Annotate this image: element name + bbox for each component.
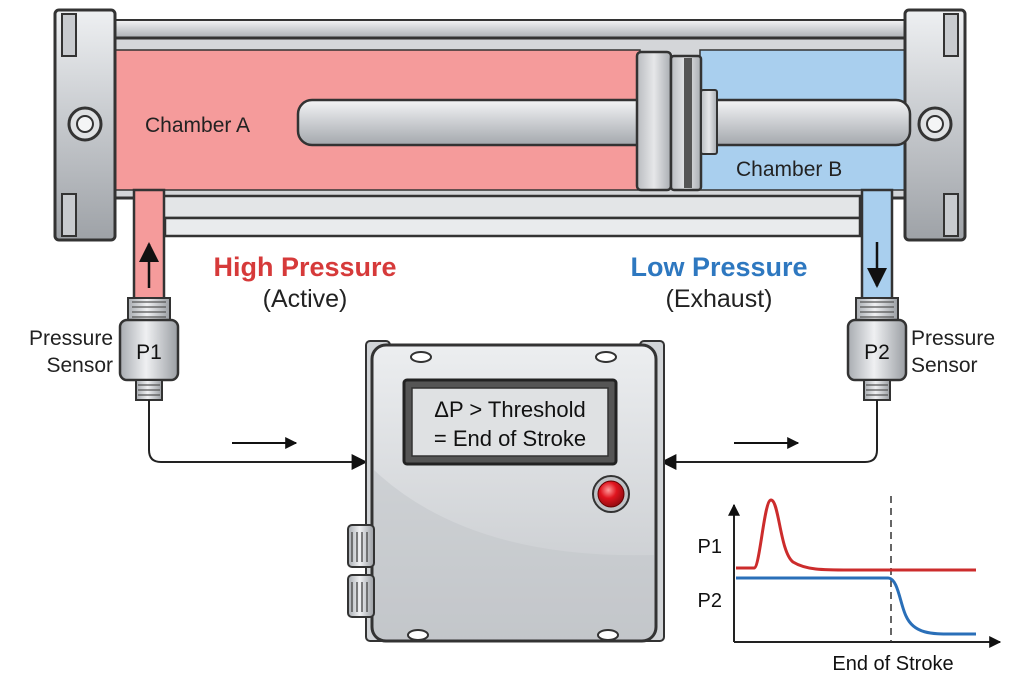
display-line-1: ΔP > Threshold bbox=[434, 397, 585, 422]
sensor-right-label-line2: Sensor bbox=[911, 354, 978, 377]
display-line-2: = End of Stroke bbox=[434, 426, 586, 451]
chart-x-label: End of Stroke bbox=[832, 653, 953, 675]
piston-rod bbox=[296, 98, 912, 147]
pressure-sensor-p1: P1 bbox=[118, 297, 180, 401]
signal-wire-p2 bbox=[660, 400, 878, 470]
sensor-right-label-line1: Pressure bbox=[911, 327, 995, 350]
mount-hole-bl bbox=[407, 629, 429, 641]
series-line-p1 bbox=[736, 498, 976, 572]
p1-sensor-tag: P1 bbox=[136, 341, 162, 364]
pressure-sensor-p2: P2 bbox=[846, 297, 908, 401]
right-end-cap bbox=[903, 8, 967, 242]
cylinder bbox=[53, 8, 967, 304]
series-label-p2: P2 bbox=[698, 590, 722, 612]
high-pressure-label: High Pressure bbox=[213, 252, 396, 282]
left-end-cap bbox=[53, 8, 117, 242]
p2-sensor-tag: P2 bbox=[864, 341, 890, 364]
mount-hole-br bbox=[597, 629, 619, 641]
mount-hole-tr bbox=[595, 351, 617, 363]
sensor-left-label-line1: Pressure bbox=[29, 327, 113, 350]
series-line-p2 bbox=[736, 576, 976, 636]
low-pressure-label: Low Pressure bbox=[630, 252, 807, 282]
cable-gland-icon bbox=[347, 524, 375, 618]
chamber-b-label: Chamber B bbox=[736, 158, 842, 181]
transfer-tube bbox=[148, 194, 862, 238]
signal-wire-p1 bbox=[148, 400, 368, 470]
mount-hole-tl bbox=[410, 351, 432, 363]
exhaust-label: (Exhaust) bbox=[666, 285, 773, 313]
controller-box: ΔP > Threshold = End of Stroke bbox=[347, 340, 665, 643]
active-label: (Active) bbox=[263, 285, 348, 313]
pressure-chart: P1 P2 End of Stroke bbox=[698, 496, 1002, 675]
sensor-left-label-line2: Sensor bbox=[46, 354, 113, 377]
chamber-a-label: Chamber A bbox=[145, 114, 250, 137]
piston bbox=[635, 50, 718, 192]
series-label-p1: P1 bbox=[698, 536, 722, 558]
